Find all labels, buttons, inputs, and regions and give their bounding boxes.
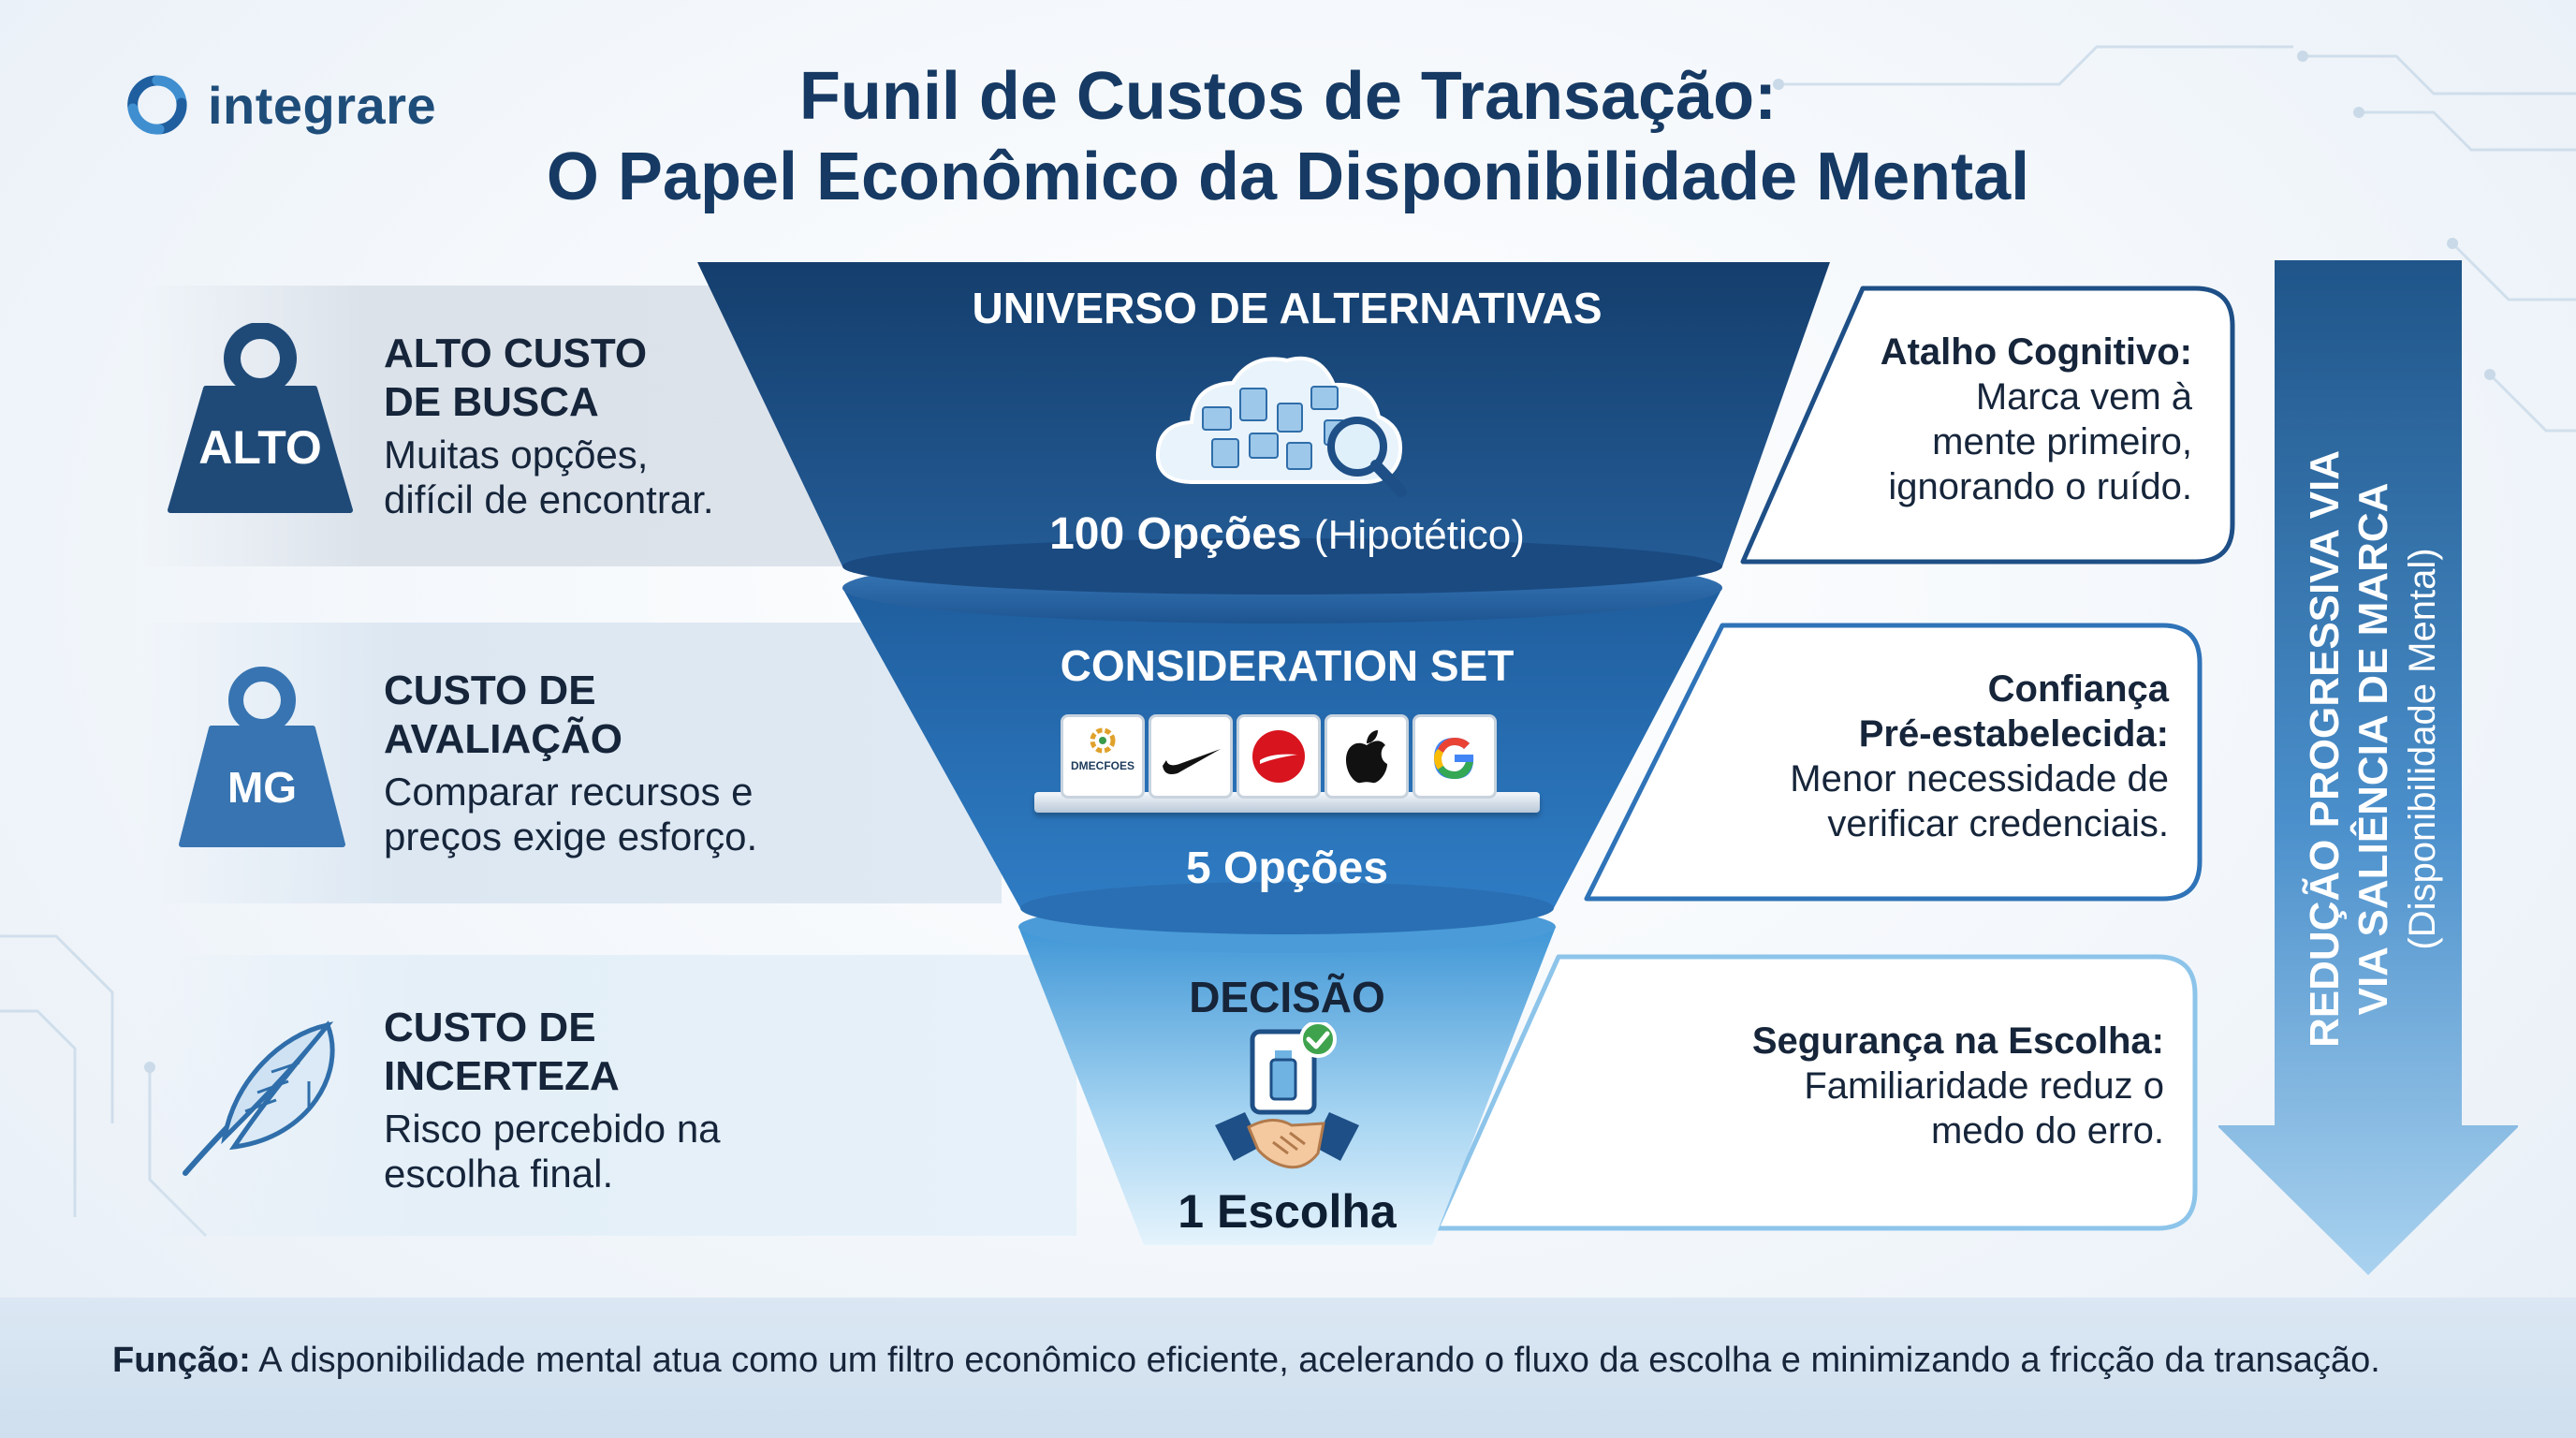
cost-search-desc: Muitas opções, difícil de encontrar. [384,433,714,521]
footer-body: A disponibilidade mental atua como um fi… [258,1341,2380,1380]
universe-heading: UNIVERSO DE ALTERNATIVAS [972,284,1603,332]
callout-frame-1 [1740,286,2235,565]
reduction-arrow-label: REDUÇÃO PROGRESSIVA VIA VIA SALIÊNCIA DE… [2302,449,2443,1049]
consideration-count: 5 Opções [1185,844,1389,893]
generic-brand-text: DMECFOES [1070,759,1134,772]
title-line-1: Funil de Custos de Transação: [798,59,1778,134]
brand-tile-generic: DMECFOES [1061,714,1145,799]
cost-evaluation-title: CUSTO DE AVALIAÇÃO [384,668,623,762]
cost-search-title: ALTO CUSTO DE BUSCA [384,330,648,425]
red-circle-logo-icon [1252,730,1305,783]
footer-text: Função: A disponibilidade mental atua co… [112,1341,2380,1381]
decision-heading: DECISÃO [1189,973,1385,1021]
feather-icon [183,1020,335,1176]
callout-cognitive-shortcut: Atalho Cognitivo: Marca vem à mente prim… [1880,331,2192,507]
brand-name: integrare [208,75,437,135]
generic-brand-logo-icon [1090,727,1116,754]
reduction-arrow [2218,260,2518,1275]
cloud-products-icon [1155,356,1407,497]
brand-tile-google [1412,714,1497,799]
apple-logo-icon [1346,730,1387,784]
brand-tile-apple [1325,714,1409,799]
page-title: Funil de Custos de Transação: O Papel Ec… [0,56,2576,217]
cost-evaluation-desc: Comparar recursos e preços exige esforço… [384,770,758,858]
handshake-choice-icon [1215,1022,1359,1169]
funnel-section-consideration-bottom [1020,882,1554,934]
weight-medium-label: MG [227,763,297,812]
cost-uncertainty-title: CUSTO DE INCERTEZA [384,1005,620,1099]
google-logo-icon [1434,738,1474,779]
swoosh-logo-icon [1163,749,1221,774]
callout-frame-3 [1434,954,2198,1231]
brand-shelf: DMECFOES [1034,710,1540,822]
universe-count: 100 Opções (Hipotético) [1049,509,1525,559]
integrare-logo-icon [127,75,187,135]
brand-logo: integrare [120,67,436,142]
weight-medium-icon: MG [179,667,345,847]
brand-tile-red [1237,714,1321,799]
weight-high-icon: ALTO [168,323,353,513]
consideration-heading: CONSIDERATION SET [1060,641,1515,690]
funnel-section-universe-bottom [842,538,1722,594]
footer-label: Função: [112,1341,251,1380]
weight-high-label: ALTO [198,421,321,474]
cost-uncertainty-desc: Risco percebido na escolha final. [384,1107,721,1196]
footer-band [0,1298,2576,1438]
decision-count: 1 Escolha [1178,1185,1397,1238]
callout-established-trust: Confiança Pré-estabelecida: Menor necess… [1790,668,2169,844]
title-line-2: O Papel Econômico da Disponibilidade Men… [546,139,2030,214]
callout-choice-safety: Segurança na Escolha: Familiaridade redu… [1751,1020,2164,1152]
brand-tile-swoosh [1149,714,1233,799]
callout-frame-2 [1584,623,2203,902]
